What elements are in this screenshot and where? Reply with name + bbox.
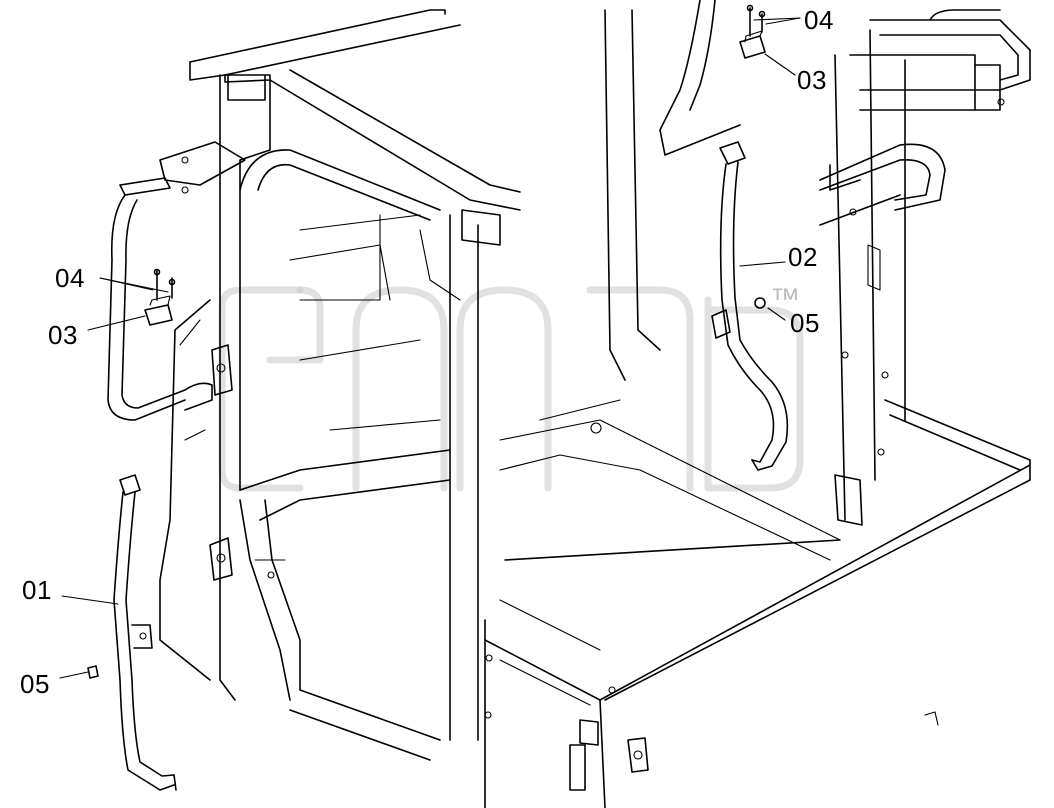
part-01-hose (113, 474, 177, 791)
watermark-trademark: ™ (770, 283, 800, 316)
cab-frame-left (159, 9, 521, 761)
watermark-logo (218, 286, 804, 492)
label-part-05-right: 05 (790, 308, 820, 338)
label-part-02: 02 (788, 242, 818, 272)
part-03-04-left-clamp (59, 268, 176, 679)
cab-frame-right (484, 0, 1031, 808)
upper-left-bracket (107, 141, 246, 421)
part-03-04-right-clamp (739, 4, 801, 76)
label-part-04-left: 04 (55, 263, 85, 293)
label-part-04-right: 04 (804, 5, 834, 35)
part-02-hose (711, 141, 789, 471)
label-part-03-right: 03 (797, 65, 827, 95)
label-part-01: 01 (22, 575, 52, 605)
label-part-05-left: 05 (20, 669, 50, 699)
label-part-03-left: 03 (48, 320, 78, 350)
